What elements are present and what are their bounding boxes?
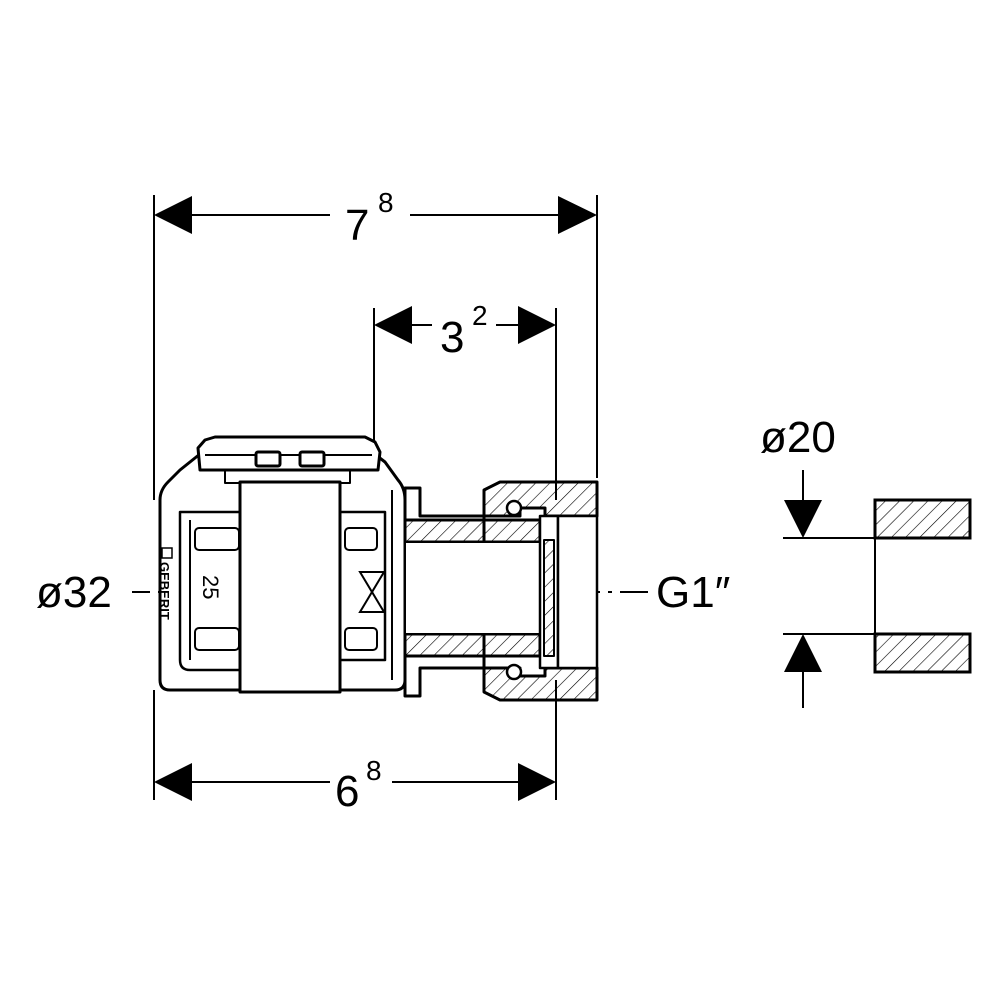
cap-slot-right xyxy=(298,450,326,468)
tube-wall-lower xyxy=(403,632,542,658)
o-ring-upper xyxy=(505,499,523,517)
size-marking: 25 xyxy=(198,575,223,599)
pipe-section xyxy=(873,498,972,674)
dim-body-sup: 8 xyxy=(366,755,382,786)
cap-slot-left xyxy=(254,450,282,468)
window-upper xyxy=(194,527,240,551)
right-ribs xyxy=(340,510,387,662)
arrow-right xyxy=(518,306,556,344)
fitting-body xyxy=(158,435,407,694)
gasket xyxy=(543,539,555,657)
threaded-connector xyxy=(403,480,599,702)
arrow-left xyxy=(154,196,192,234)
release-sleeve xyxy=(238,480,342,694)
inner-diameter-detail: ø20 xyxy=(760,413,972,708)
arrow-left xyxy=(374,306,412,344)
nut-lower xyxy=(482,666,599,702)
geberit-logo: GEBERIT xyxy=(157,547,173,620)
arrow-up xyxy=(784,634,822,672)
window-lower xyxy=(194,627,240,651)
dim-body-main: 6 xyxy=(335,767,359,816)
arrow-down xyxy=(784,500,822,538)
arrow-left xyxy=(154,763,192,801)
inner-diameter-label: ø20 xyxy=(760,413,836,462)
nut-thread xyxy=(556,514,599,670)
dim-thread-main: 3 xyxy=(440,313,464,362)
dimension-body-length: 6 8 xyxy=(154,755,556,816)
thread-label: G1″ xyxy=(656,568,730,617)
dimension-overall-length: 7 8 xyxy=(154,187,597,250)
arrow-right xyxy=(558,196,597,234)
tube-wall-upper xyxy=(403,518,542,544)
o-ring-lower xyxy=(505,663,523,681)
dim-overall-sup: 8 xyxy=(378,187,394,218)
flow-symbol xyxy=(358,571,386,613)
dimension-thread-length: 3 2 xyxy=(374,300,556,362)
logo-text: GEBERIT xyxy=(157,562,172,620)
pipe-diameter-label: ø32 xyxy=(36,568,112,617)
bore xyxy=(404,541,541,635)
top-cap xyxy=(196,435,382,472)
dim-overall-main: 7 xyxy=(345,201,369,250)
dim-thread-sup: 2 xyxy=(472,300,488,331)
nut-upper xyxy=(482,480,599,518)
arrow-right xyxy=(518,763,556,801)
